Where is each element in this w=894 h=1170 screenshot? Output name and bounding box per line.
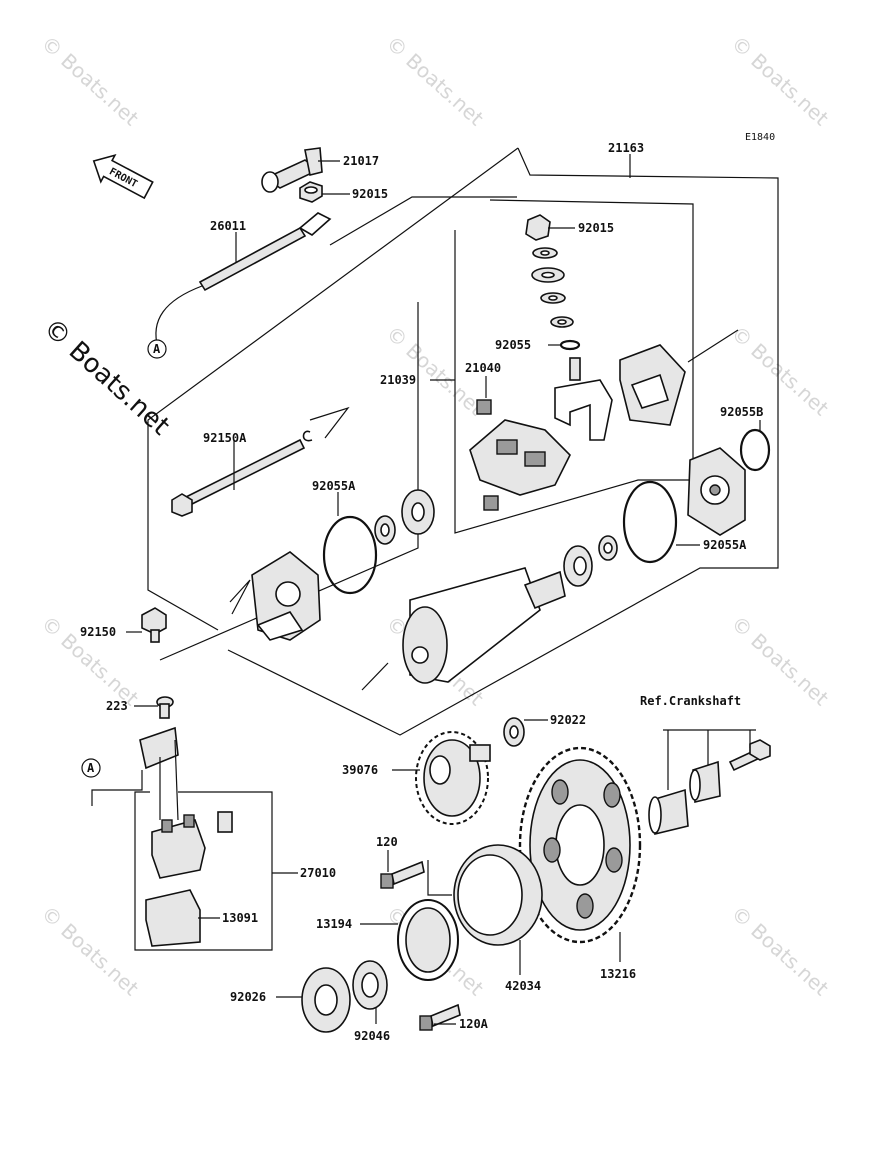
part-label-27010[interactable]: 27010	[300, 866, 336, 880]
watermark-large: © Boats.net	[37, 313, 175, 441]
nut-92015-top	[299, 181, 323, 203]
part-label-223[interactable]: 223	[106, 699, 128, 713]
part-label-92022[interactable]: 92022	[550, 713, 586, 727]
part-labels: 21017 92015 26011 21163 92015 92055 2104…	[80, 141, 763, 1043]
part-label-21040[interactable]: 21040	[465, 361, 501, 375]
washer-92026	[301, 967, 351, 1033]
part-label-120a[interactable]: 120A	[459, 1017, 489, 1031]
spring-21040	[476, 399, 499, 511]
screw-223	[156, 696, 174, 719]
watermark: © Boats.net	[37, 31, 144, 131]
part-label-21017[interactable]: 21017	[343, 154, 379, 168]
part-label-92026[interactable]: 92026	[230, 990, 266, 1004]
starter-group-outlines	[147, 147, 779, 736]
needle-bearing-92046	[352, 960, 388, 1010]
bolt-120a	[419, 1003, 461, 1031]
part-label-120[interactable]: 120	[376, 835, 398, 849]
washer-stack	[525, 214, 581, 351]
part-label-92150a[interactable]: 92150A	[203, 431, 247, 445]
part-label-42034[interactable]: 42034	[505, 979, 541, 993]
relay-bracket	[91, 726, 179, 821]
part-label-21163[interactable]: 21163	[608, 141, 644, 155]
armature	[402, 567, 566, 684]
brush-plate-21039	[469, 357, 613, 496]
watermark: © Boats.net	[727, 611, 834, 711]
bearing-right	[563, 535, 618, 587]
cable-26011	[155, 212, 332, 349]
part-label-92055a[interactable]: 92055A	[703, 538, 747, 552]
part-label-92015[interactable]: 92015	[578, 221, 614, 235]
end-cap	[687, 447, 746, 536]
idler-gear-39076	[415, 731, 491, 825]
leader-lines	[126, 154, 761, 1025]
watermark: © Boats.net	[727, 31, 834, 131]
crank-ref-parts	[648, 729, 771, 835]
bearing-left	[374, 489, 435, 545]
clutch-housing-42034	[453, 844, 543, 946]
relay-cover-13091	[145, 889, 201, 947]
part-label-92055[interactable]: 92055	[495, 338, 531, 352]
front-arrow: FRONT	[92, 153, 154, 200]
part-label-92015[interactable]: 92015	[352, 187, 388, 201]
connector-a-bottom[interactable]: A	[81, 758, 101, 778]
starter-relay	[151, 814, 206, 879]
oring-92055a-right	[622, 480, 678, 564]
part-label-92046[interactable]: 92046	[354, 1029, 390, 1043]
terminal-cap-21017	[261, 147, 323, 193]
part-label-92150[interactable]: 92150	[80, 625, 116, 639]
part-label-39076[interactable]: 39076	[342, 763, 378, 777]
part-label-92055b[interactable]: 92055B	[720, 405, 763, 419]
part-label-21039[interactable]: 21039	[380, 373, 416, 387]
rear-cover	[619, 344, 686, 426]
diagram-code: E1840	[745, 132, 775, 143]
reference-label: Ref.Crankshaft	[640, 694, 741, 708]
connector-a-top[interactable]: A	[147, 339, 167, 359]
bolt-92150	[141, 607, 167, 643]
watermark: © Boats.net	[727, 901, 834, 1001]
bolt-92150a	[171, 430, 313, 517]
part-label-13194[interactable]: 13194	[316, 917, 352, 931]
bolt-120	[380, 860, 425, 889]
one-way-clutch-13194	[397, 899, 459, 981]
relay-group-outline	[134, 791, 273, 951]
part-label-13091[interactable]: 13091	[222, 911, 258, 925]
part-label-13216[interactable]: 13216	[600, 967, 636, 981]
fuse	[217, 811, 233, 833]
oring-92055a-left	[322, 515, 378, 595]
svg-text:A: A	[87, 761, 95, 775]
starter-gear-13216	[518, 746, 642, 944]
watermark: © Boats.net	[37, 901, 144, 1001]
oring-92055b	[739, 428, 771, 472]
front-cover	[251, 551, 321, 641]
watermark: © Boats.net	[382, 31, 489, 131]
part-label-92055a[interactable]: 92055A	[312, 479, 356, 493]
svg-text:A: A	[153, 342, 161, 356]
part-label-26011[interactable]: 26011	[210, 219, 246, 233]
